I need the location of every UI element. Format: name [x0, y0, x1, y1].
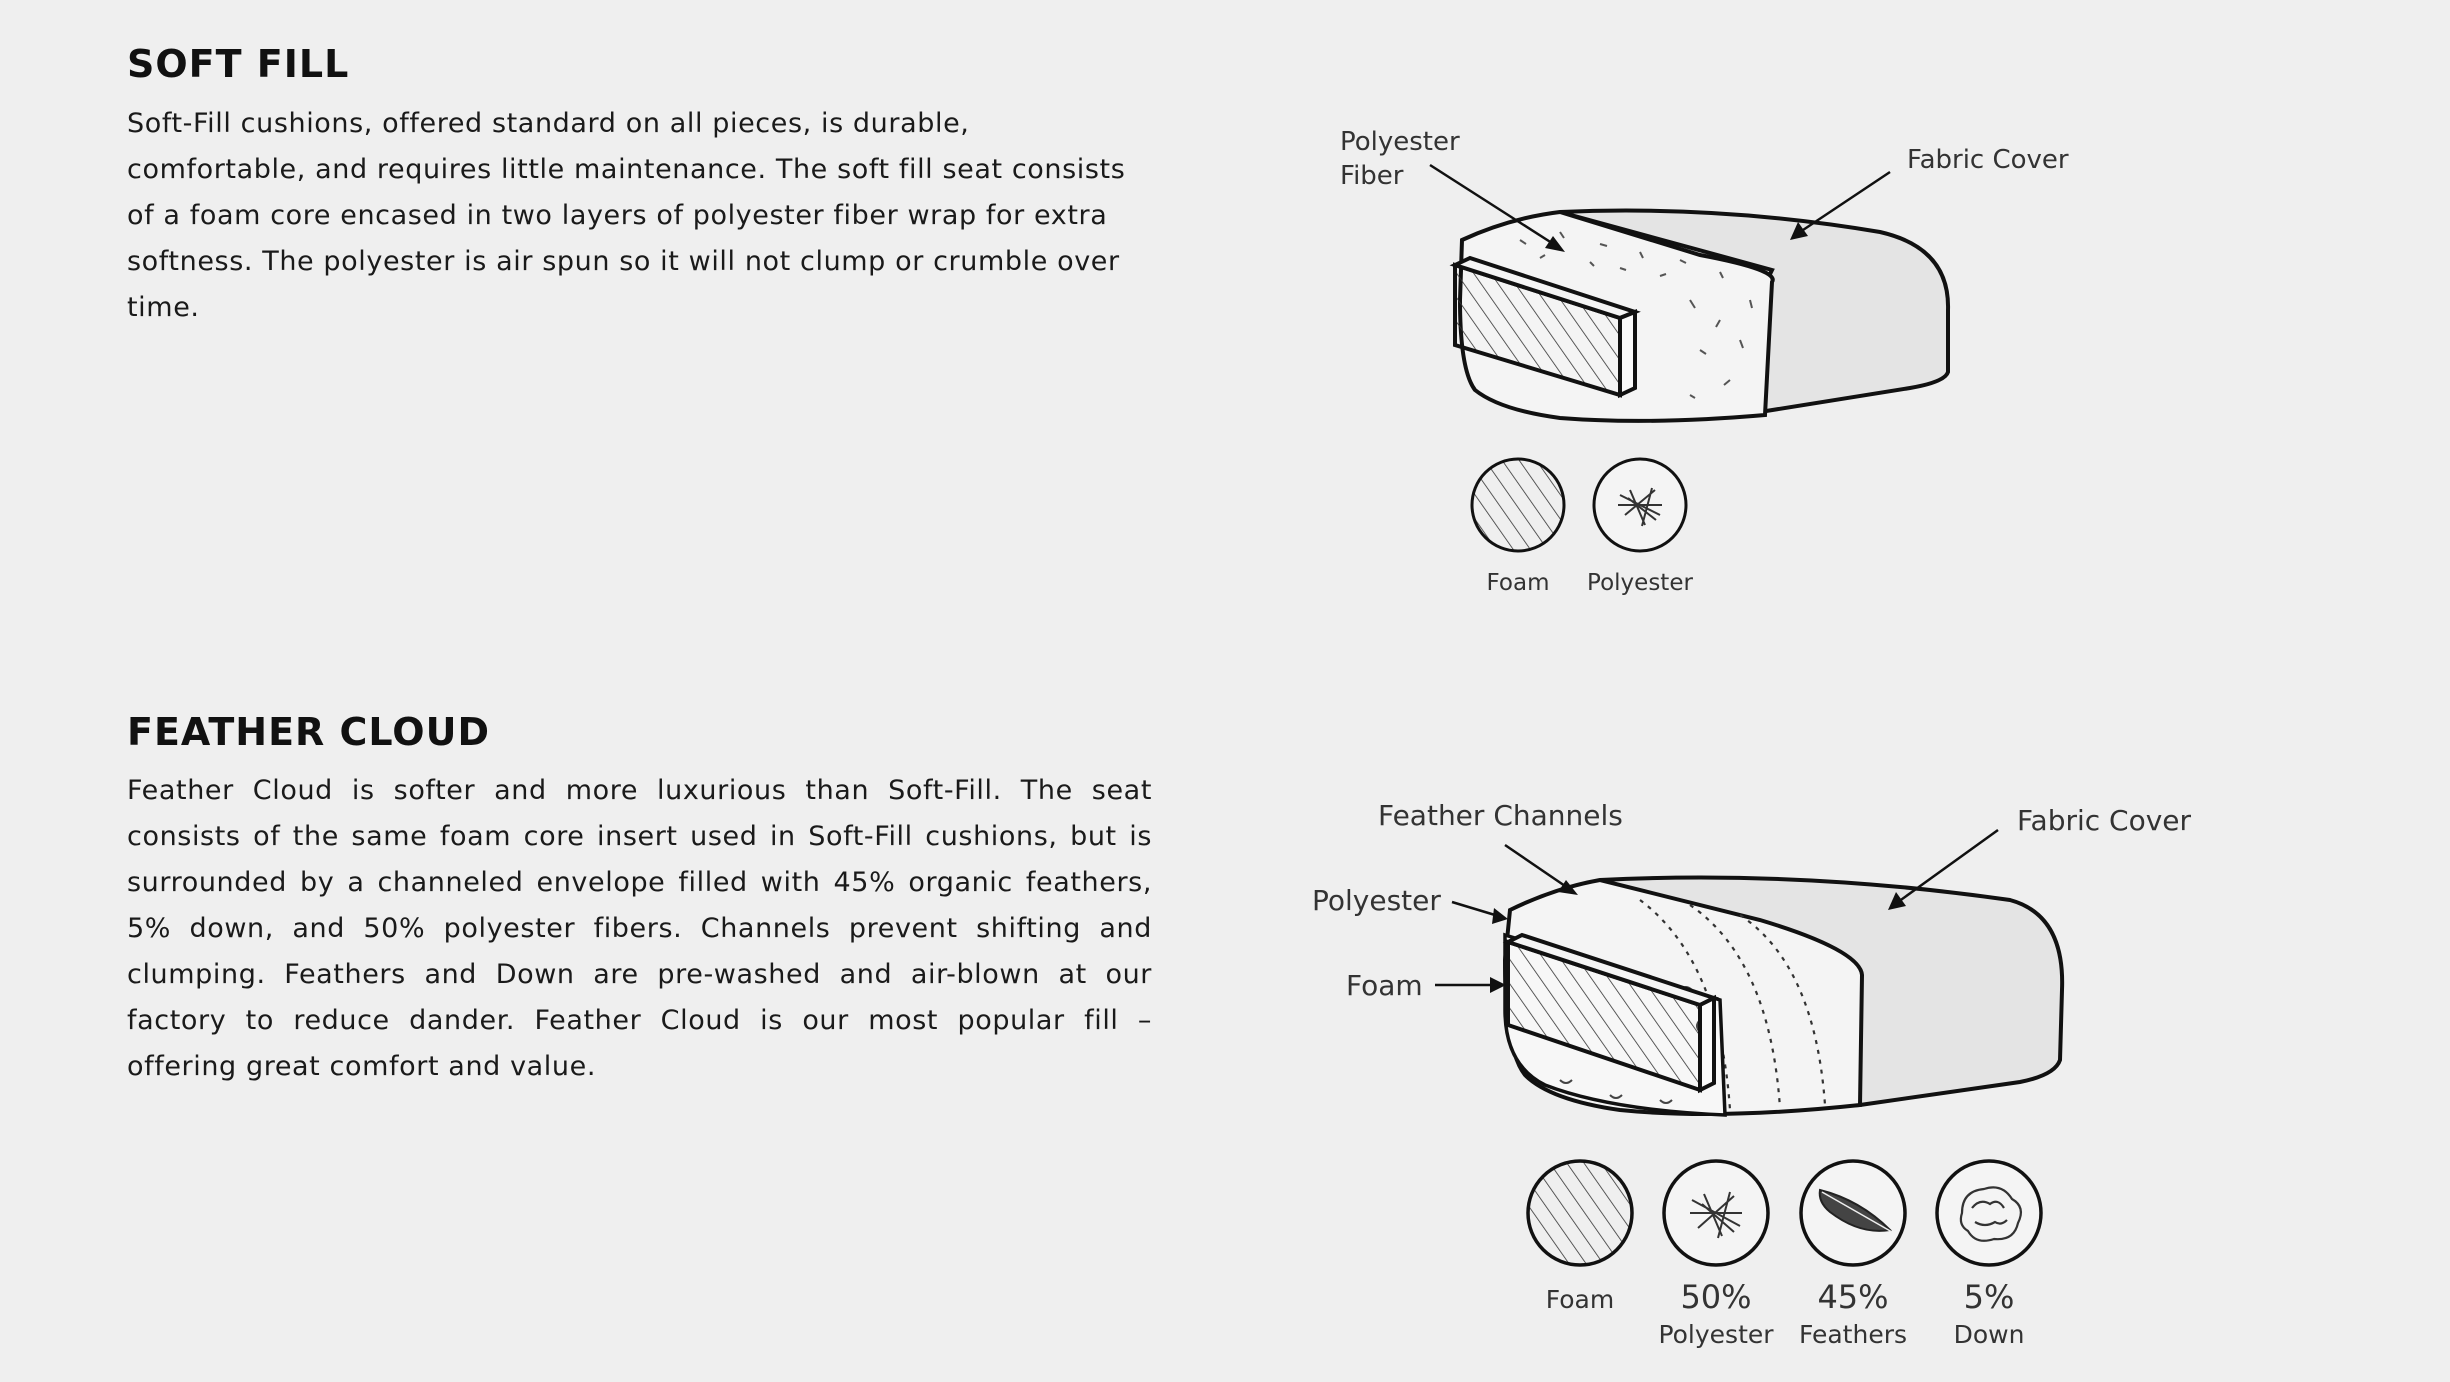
feather-cloud-legend-down-label: Down: [1954, 1320, 2025, 1349]
feather-cloud-legend-feathers-label: Feathers: [1799, 1320, 1907, 1349]
feather-cloud-diagram: Feather Channels Fabric Cover Polyester …: [1312, 799, 2192, 1349]
down-cluster-icon: [1959, 1186, 2023, 1242]
feather-cloud-description: Feather Cloud is softer and more luxurio…: [127, 775, 1152, 1082]
soft-fill-legend-foam: Foam: [1470, 457, 1566, 596]
feather-cloud-label-fabric-cover: Fabric Cover: [2017, 804, 2192, 837]
feather-cloud-legend-feathers-percent: 45%: [1817, 1278, 1888, 1316]
feather-cloud-legend-polyester-percent: 50%: [1680, 1278, 1751, 1316]
feather-cloud-legend-feathers: 45% Feathers: [1799, 1159, 1907, 1349]
soft-fill-label-fabric-cover: Fabric Cover: [1907, 145, 2069, 175]
feather-cloud-legend-down-percent: 5%: [1964, 1278, 2015, 1316]
soft-fill-cover-arrow: [1799, 170, 1891, 234]
soft-fill-polyester-arrow: [1429, 163, 1556, 247]
soft-fill-diagram: Polyester Fiber Fabric Cover Foam Polyes…: [1340, 127, 2069, 596]
feather-cloud-legend-down: 5% Down: [1935, 1159, 2043, 1349]
feather-cloud-legend-foam: Foam: [1526, 1159, 1634, 1314]
soft-fill-legend-polyester-label: Polyester: [1587, 570, 1693, 596]
soft-fill-title: SOFT FILL: [127, 42, 350, 86]
feather-cloud-label-polyester: Polyester: [1312, 884, 1441, 917]
soft-fill-legend-foam-label: Foam: [1487, 570, 1550, 596]
feather-cloud-legend-polyester-label: Polyester: [1658, 1320, 1774, 1349]
feather-cloud-title: FEATHER CLOUD: [127, 710, 490, 754]
feather-cloud-legend-foam-label: Foam: [1546, 1285, 1614, 1314]
foam-hatch-icon: [1470, 457, 1566, 553]
soft-fill-speckles: [1519, 231, 1753, 399]
feather-cloud-label-channels: Feather Channels: [1378, 799, 1623, 832]
soft-fill-description: Soft-Fill cushions, offered standard on …: [127, 108, 1126, 323]
feather-cloud-legend-polyester: 50% Polyester: [1658, 1159, 1774, 1349]
soft-fill-label-polyester-1: Polyester: [1340, 127, 1460, 157]
soft-fill-legend-polyester: Polyester: [1587, 457, 1693, 596]
feather-cloud-label-foam: Foam: [1346, 969, 1423, 1002]
foam-hatch-icon: [1526, 1159, 1634, 1267]
soft-fill-label-polyester-2: Fiber: [1340, 161, 1404, 191]
